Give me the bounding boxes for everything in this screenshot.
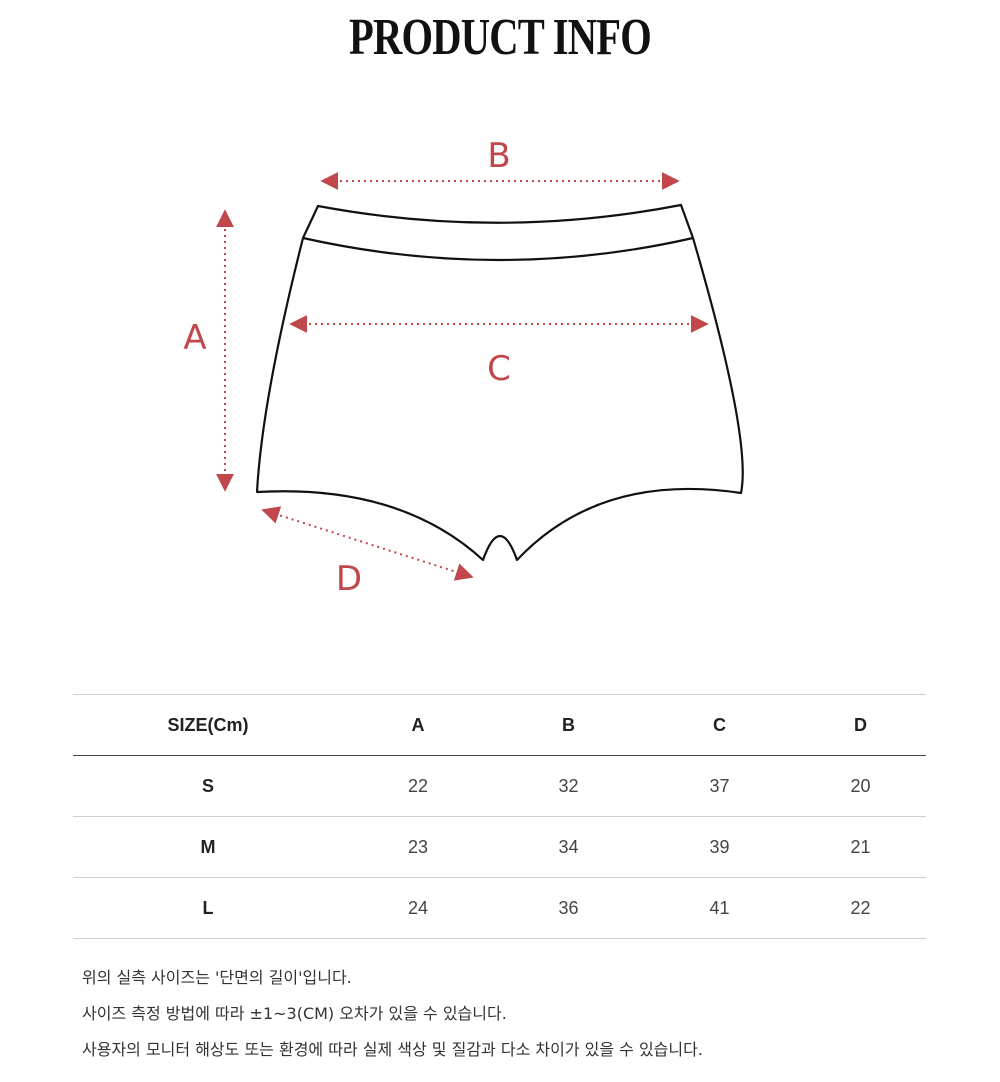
note-tolerance: 사이즈 측정 방법에 따라 ±1~3(CM) 오차가 있을 수 있습니다. xyxy=(82,1004,507,1023)
value-c: 41 xyxy=(709,897,730,918)
value-c: 37 xyxy=(709,775,730,796)
table-row: S 22 32 37 20 xyxy=(73,756,926,817)
value-d: 22 xyxy=(850,897,871,918)
page-title: PRODUCT INFO xyxy=(348,9,652,66)
size-diagram: B A C D xyxy=(183,136,744,599)
value-a: 24 xyxy=(407,897,429,918)
size-label: S xyxy=(201,775,214,796)
table-row: L 24 36 41 22 xyxy=(73,878,926,939)
value-b: 32 xyxy=(558,775,579,796)
header-b: B xyxy=(562,714,575,735)
value-b: 36 xyxy=(558,897,579,918)
shorts-outline xyxy=(255,203,744,562)
value-d: 20 xyxy=(850,775,871,796)
size-notes: 위의 실측 사이즈는 '단면의 길이'입니다. 사이즈 측정 방법에 따라 ±1… xyxy=(82,968,703,1076)
dimension-d-label: D xyxy=(336,559,362,599)
value-a: 22 xyxy=(407,775,429,796)
size-label: L xyxy=(202,897,214,918)
table-row: M 23 34 39 21 xyxy=(73,817,926,878)
header-size: SIZE(Cm) xyxy=(167,714,249,735)
note-measurement: 위의 실측 사이즈는 '단면의 길이'입니다. xyxy=(82,968,352,987)
header-c: C xyxy=(713,714,726,735)
header-a: A xyxy=(411,714,425,735)
size-label: M xyxy=(200,836,216,857)
header-d: D xyxy=(854,714,867,735)
value-c: 39 xyxy=(709,836,730,857)
dimension-d-arrow xyxy=(261,506,474,581)
size-table: SIZE(Cm) A B C D S 22 32 37 20 M 23 34 3… xyxy=(73,694,926,939)
dimension-b-label: B xyxy=(487,136,510,176)
note-color: 사용자의 모니터 해상도 또는 환경에 따라 실제 색상 및 질감과 다소 차이… xyxy=(82,1040,703,1059)
value-a: 23 xyxy=(407,836,429,857)
dimension-a-label: A xyxy=(183,318,206,358)
value-b: 34 xyxy=(558,836,579,857)
value-d: 21 xyxy=(850,836,871,857)
table-header-row: SIZE(Cm) A B C D xyxy=(73,694,926,756)
dimension-c-label: C xyxy=(487,349,511,389)
waistband-line xyxy=(302,236,694,262)
